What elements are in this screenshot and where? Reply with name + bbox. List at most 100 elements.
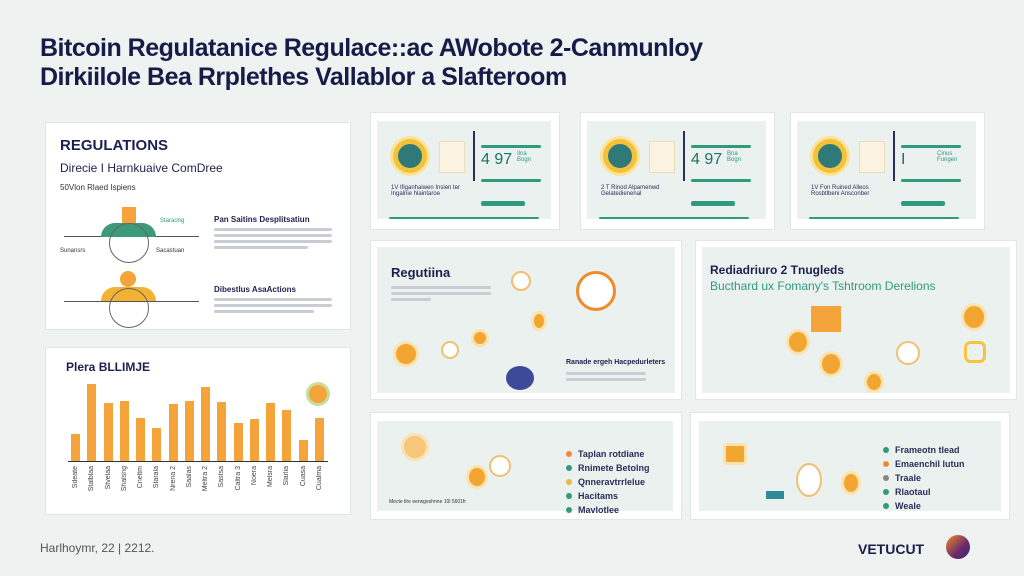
legend-item: Rlaotaul (883, 487, 965, 497)
x-tick-label: Slarlia (283, 466, 291, 486)
x-tick-label: Stvelaa (104, 466, 112, 490)
legend-bullet-icon (566, 493, 572, 499)
legend-bullet-icon (883, 447, 889, 453)
network-right-panel: Rediadriuro 2 Tnugleds Bucthard ux Foman… (695, 240, 1017, 400)
progress-line (691, 179, 751, 182)
legend-bullet-icon (883, 489, 889, 495)
brand-logo-text: VETUCUT (858, 541, 925, 557)
network-node-icon (471, 329, 489, 347)
network-node-icon (401, 433, 429, 461)
regulations-caption: 50Vlon Rlaed Ispiens (60, 183, 136, 192)
legend-right-inner (699, 421, 1001, 511)
network-right-inner (702, 247, 1010, 393)
bar (266, 402, 275, 461)
bar (184, 400, 194, 461)
network-node-icon (511, 271, 531, 291)
bar (87, 383, 97, 461)
legend-bullet-icon (883, 475, 889, 481)
chart-title: Plera BLLIMJE (66, 360, 151, 374)
legend-bullet-icon (883, 503, 889, 509)
stat-card: 4 97 Ilna Bogn 1V Ifiganhaiwen Insien te… (370, 112, 560, 230)
legend-item: Qnneravtrrlelue (566, 477, 650, 487)
stat-caption: 2 T Rinod Alpamenwd Gelatedienenal (601, 185, 660, 197)
page-title: Bitcoin Regulatanice Regulace::ac AWobot… (40, 34, 703, 91)
bar (314, 418, 324, 461)
bar (119, 400, 129, 461)
network-node-icon (441, 341, 459, 359)
stat-caption: 1V Fon Ruined Alleos Rosbtlbeni Ansconbe… (811, 185, 870, 197)
stat-value: 4 97 (691, 151, 723, 168)
section1-title: Pan Saitins Desplitsatiun (214, 215, 310, 224)
bar (249, 419, 259, 461)
coin-icon (393, 139, 427, 173)
x-tick-label: Meltra 2 (202, 466, 209, 492)
legend-item: Emaenchil lutun (883, 459, 965, 469)
bar (136, 417, 145, 461)
brand-logo-icon (946, 535, 970, 559)
bar (217, 402, 227, 461)
legend-left-inner (377, 421, 673, 511)
progress-line (691, 145, 751, 148)
legend-bullet-icon (566, 465, 572, 471)
progress-bar (691, 201, 735, 206)
stat-caption: 1V Ifiganhaiwen Insien ter Ingalnie hlai… (391, 185, 461, 197)
progress-line (481, 145, 541, 148)
network-left-title: Regutiina (391, 265, 451, 280)
divider (683, 131, 685, 181)
progress-bar (481, 201, 525, 206)
bar (71, 433, 80, 461)
divider (893, 131, 895, 181)
x-tick-label: Cualma (315, 466, 323, 491)
x-tick-label: Melsra (267, 466, 274, 488)
network-left-panel: Regutiina Ranade ergeh Hacpedurleters (370, 240, 682, 400)
x-tick-label: Cneltm (137, 466, 144, 489)
bar (233, 422, 243, 461)
stat-unit: Bna Bogn (727, 151, 742, 163)
x-tick-label: Sastsa (218, 466, 226, 488)
network-right-title: Rediadriuro 2 Tnugleds (710, 263, 845, 277)
legend-item: Traale (883, 473, 965, 483)
house-icon (122, 207, 136, 223)
teal-tag-icon (766, 491, 784, 499)
section2-title: Dibestlus AsaActions (214, 285, 296, 294)
x-tick-label: Caltra 3 (234, 466, 242, 491)
stat-unit: Ilna Bogn (517, 151, 532, 163)
x-tick-label: Shalsng (120, 466, 128, 492)
hexagon-icon (964, 341, 986, 363)
diagram-label-left: Sunansrs (60, 248, 86, 254)
progress-line (901, 179, 961, 182)
legend-bullet-icon (566, 451, 572, 457)
diagram-circle-bottom (109, 288, 149, 328)
footer-line (809, 217, 959, 219)
section2-text (214, 295, 332, 316)
bar (298, 439, 308, 461)
chart-badge-icon (306, 382, 330, 406)
network-node-icon (896, 341, 920, 365)
network-left-text (391, 283, 491, 304)
network-right-subtitle: Bucthard ux Fomany's Tshtroom Derelions (710, 279, 936, 293)
document-icon (859, 141, 885, 173)
progress-line (481, 179, 541, 182)
network-node-icon (531, 311, 547, 331)
footer-line (389, 217, 539, 219)
network-left-subtitle: Ranade ergeh Hacpedurleters (566, 359, 666, 366)
stat-value: 4 97 (481, 151, 513, 168)
network-node-icon (489, 455, 511, 477)
coin-icon (813, 139, 847, 173)
divider (473, 131, 475, 181)
x-tick-label: Noera (250, 466, 258, 486)
network-hub-icon (576, 271, 616, 311)
network-left-subtext (566, 369, 646, 384)
legend-item: Rnimete Betolng (566, 463, 650, 473)
network-node-icon (841, 471, 861, 495)
stat-unit: Cinus Fungen (937, 151, 958, 163)
regulations-panel: REGULATIONS Direcie I Harnkuaive ComDree… (45, 122, 351, 330)
section1-text (214, 225, 332, 252)
diagram-label-top: Staraong (160, 218, 185, 224)
network-node-icon (961, 303, 987, 331)
progress-line (901, 145, 961, 148)
